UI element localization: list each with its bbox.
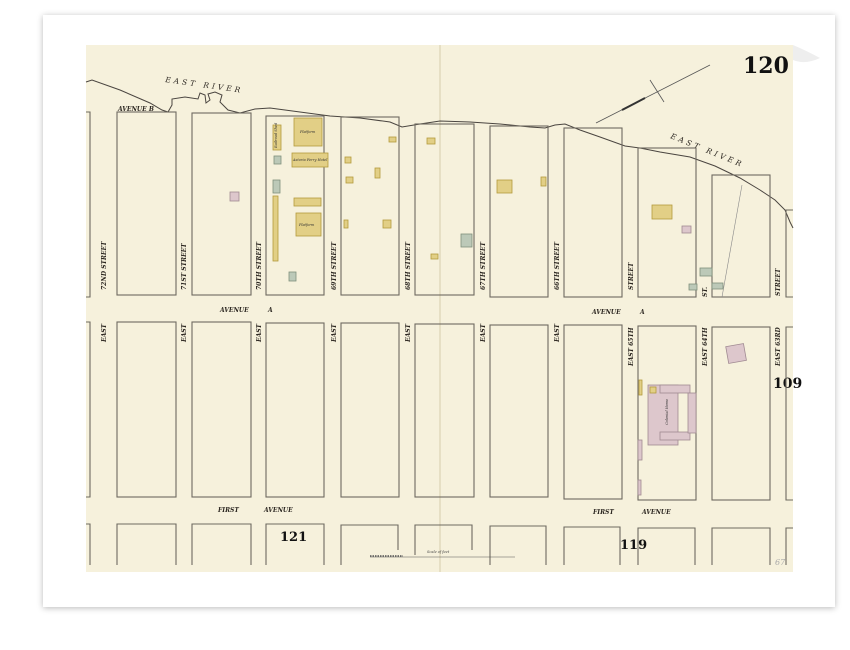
street-label-east-71st: EAST [181, 323, 188, 343]
street-label-east-67th: EAST [480, 323, 487, 343]
street-label-66th: 66TH STREET [554, 241, 561, 290]
street-label-68th: 68TH STREET [405, 241, 412, 290]
corner-pencil-mark: 67 [775, 558, 786, 567]
adjacent-plate-119: 119 [620, 538, 647, 553]
building-label-hotel: Astoria Ferry Hotel [292, 158, 327, 162]
street-label-east-69th: EAST [331, 323, 338, 343]
plate-number: 120 [743, 53, 789, 79]
adjacent-plate-121: 121 [280, 530, 307, 545]
avenue-b-label: AVENUE B [117, 106, 154, 113]
adjacent-plate-109: 109 [773, 376, 802, 392]
page-curl [793, 45, 820, 63]
street-label-east-63rd: EAST 63RD [775, 327, 782, 367]
street-label-east-64th: EAST 64TH [702, 327, 709, 367]
street-label-72nd: 72ND STREET [101, 241, 108, 290]
street-labels-north: 72ND STREET 71ST STREET 70TH STREET 69TH… [101, 241, 782, 297]
street-label-67th: 67TH STREET [480, 241, 487, 290]
street-label-east-66th: EAST [554, 323, 561, 343]
street-label-71st: 71ST STREET [181, 243, 188, 290]
scale-label: Scale of feet [427, 550, 450, 554]
street-label-64th: ST. [702, 287, 709, 297]
building-label-platform-2: Platform [298, 223, 315, 227]
street-label-69th: 69TH STREET [331, 241, 338, 290]
avenue-a-label-right: AVENUE [591, 309, 621, 316]
street-label-east-70th: EAST [256, 323, 263, 343]
first-avenue-word-right: AVENUE [641, 509, 671, 516]
avenue-a-letter-left: A [267, 307, 273, 314]
street-label-east-68th: EAST [405, 323, 412, 343]
first-avenue-label-left: FIRST [217, 507, 239, 514]
first-avenue-label-right: FIRST [592, 509, 614, 516]
avenue-a-label-left: AVENUE [219, 307, 249, 314]
north-arrow [595, 64, 711, 124]
first-avenue-word-left: AVENUE [263, 507, 293, 514]
street-label-70th: 70TH STREET [256, 241, 263, 290]
blocks-avenue-a-to-first-avenue [86, 321, 793, 501]
blocks-north-of-avenue-a [86, 111, 793, 298]
building-label-shed: Railroad Shed [274, 122, 278, 149]
street-label-65th: STREET [628, 262, 635, 290]
buildings [229, 117, 747, 496]
street-label-east-72nd: EAST [101, 323, 108, 343]
blocks-south-of-first-avenue [86, 523, 793, 565]
scale-bar: Scale of feet [370, 550, 515, 558]
street-labels-middle: EAST EAST EAST EAST EAST EAST EAST EAST … [101, 323, 782, 367]
avenue-a-letter-right: A [639, 309, 645, 316]
street-label-east-65th: EAST 65TH [628, 327, 635, 367]
street-label-63rd: STREET [775, 268, 782, 296]
building-label-colonial-home: Colonial Home [665, 399, 669, 425]
building-label-platform-1: Platform [299, 130, 316, 134]
